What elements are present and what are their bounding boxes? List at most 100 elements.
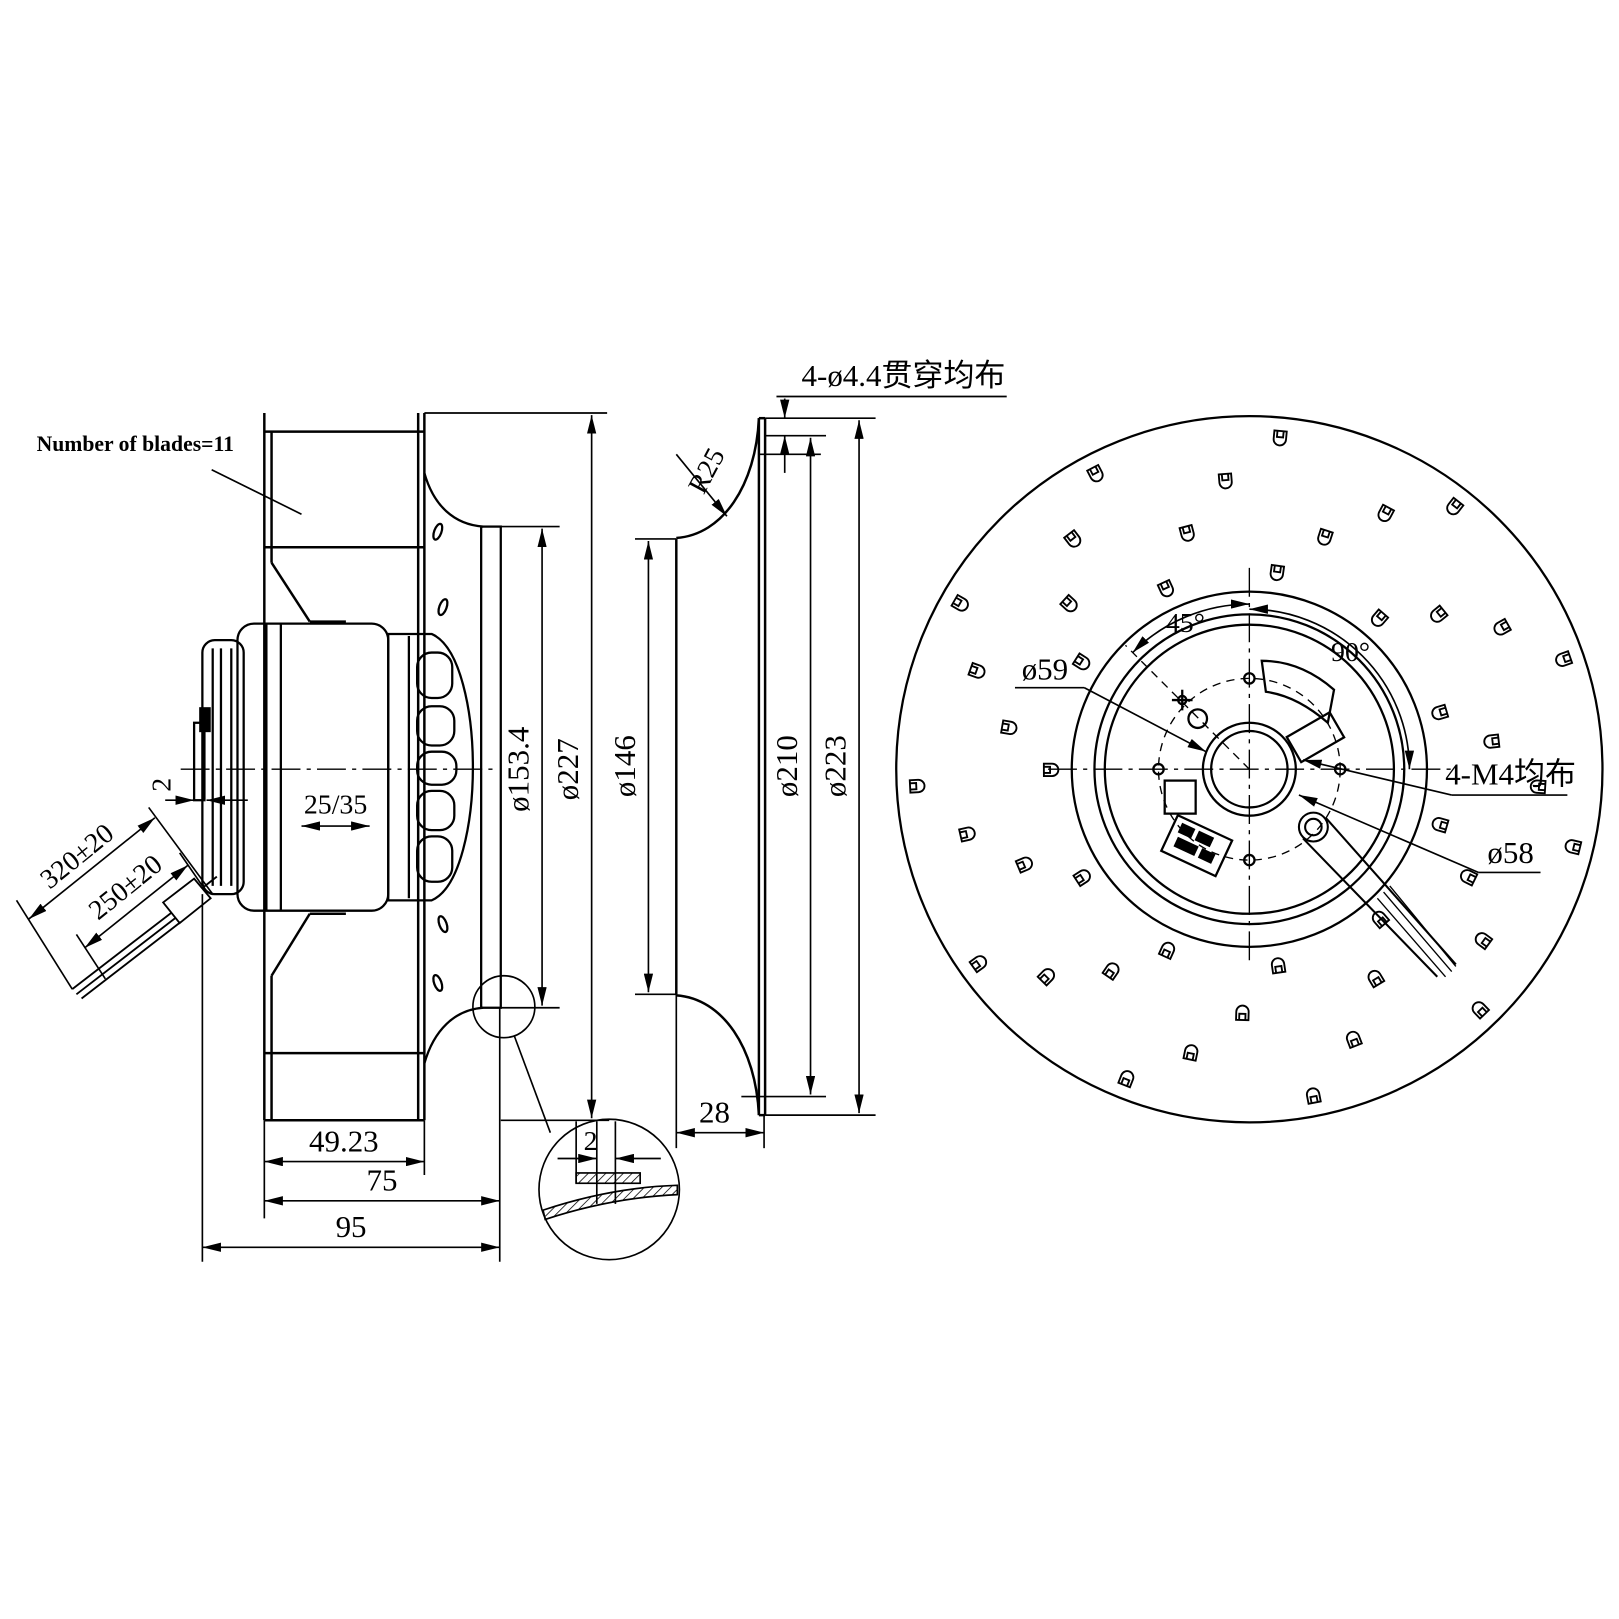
detail-view	[472, 974, 681, 1261]
blade-rivet	[1430, 604, 1449, 623]
dim-impeller-depth-label: 75	[367, 1163, 398, 1198]
rotor-fin-slot	[416, 750, 458, 786]
angle-90-label: 90°	[1331, 637, 1370, 668]
blade-rivet	[1555, 650, 1574, 667]
detail-gap-label: 2	[584, 1126, 598, 1157]
rotor-fin-slot	[416, 835, 454, 883]
dim-outer-label: ø227	[550, 738, 585, 800]
blade-rivet	[1493, 617, 1513, 636]
blade-rivet	[1345, 1030, 1364, 1050]
blade-rivet	[1460, 869, 1479, 887]
dim-motor-label: 25/35	[304, 790, 367, 821]
motor-end-cap	[201, 639, 245, 896]
detail-leader	[513, 1035, 552, 1133]
blades-note-leader	[211, 469, 302, 515]
detail-shroud-section	[542, 1184, 679, 1221]
blade-rivet	[1446, 496, 1465, 516]
motor-label-mark	[1173, 836, 1199, 857]
nozzle-profile-bottom-curve	[676, 994, 761, 1116]
blade-rivet	[1272, 429, 1288, 447]
blade-rivet-side	[437, 915, 449, 934]
ext-line	[178, 852, 204, 887]
inlet-ring-section	[480, 525, 502, 1009]
front-view: 45° 90° ø59 4-M4均布 ø58	[895, 414, 1604, 1124]
blade-rivet-side	[437, 598, 449, 617]
shroud-side	[423, 472, 502, 1064]
side-view-dimensions	[15, 412, 610, 1262]
blade-rivet	[1235, 1004, 1250, 1022]
motor-label-frame	[1159, 813, 1234, 878]
ext-line	[15, 899, 73, 990]
dim-total-depth-label: 95	[336, 1209, 367, 1244]
angle-45-arc	[1132, 599, 1250, 654]
blade-rivet-side	[432, 522, 444, 541]
cable-wire	[1389, 885, 1457, 967]
blade-rivet	[1117, 1070, 1135, 1089]
shroud-top-curve	[423, 472, 484, 528]
threads-note: 4-M4均布	[1445, 757, 1576, 792]
bolt-dim-label: ø58	[1487, 835, 1533, 870]
rotor-fin-slot	[416, 705, 456, 747]
dim-throat-label: ø146	[607, 735, 642, 797]
blade-rivet	[1529, 779, 1547, 795]
ext-line	[148, 806, 214, 895]
cable-tube-edge	[1302, 837, 1439, 978]
blade-rivet	[1000, 719, 1018, 735]
cable-gland	[201, 875, 218, 889]
shroud-bottom-curve	[423, 1006, 484, 1064]
nozzle-profile-top-curve	[676, 418, 761, 540]
blade-rivet	[1367, 969, 1386, 989]
blade-rivet	[950, 593, 969, 612]
front-cable	[1297, 811, 1457, 978]
threads-note-leader	[1302, 759, 1452, 796]
blade-rivet	[1564, 839, 1583, 856]
blade-rivet	[1270, 957, 1287, 975]
angle-45-label: 45°	[1166, 608, 1205, 639]
blade-rivet	[1377, 503, 1396, 522]
blade-rivet	[1178, 523, 1195, 542]
blade-rivet	[1483, 733, 1501, 749]
blade-rivet	[1036, 968, 1055, 987]
rotor-fin-slot	[416, 651, 454, 700]
impeller-outer-circle	[895, 414, 1604, 1124]
blade-rivet	[1072, 869, 1091, 888]
dim-bolt-circle-label: ø210	[769, 735, 804, 797]
dim-depth-label: 28	[699, 1094, 730, 1129]
blade-rivet	[1182, 1044, 1199, 1062]
radius-leader	[675, 453, 728, 517]
shaft-key	[199, 707, 211, 733]
motor-label-mark	[1197, 848, 1216, 864]
blade-rivet	[1431, 703, 1450, 721]
blade-rivet	[908, 778, 926, 794]
blade-rivet	[1317, 527, 1334, 546]
blade-rivet	[1156, 578, 1174, 598]
detail-marker-circle	[472, 974, 536, 1039]
cable-gland	[1297, 811, 1329, 843]
side-view: Number of blades=11	[15, 412, 681, 1262]
dim-inlet-ring-label: ø153.4	[501, 727, 536, 812]
blade-rivet-side	[432, 973, 444, 992]
detail-ring-section	[575, 1172, 641, 1185]
nozzle-dimensions	[635, 395, 1007, 1149]
front-view-dimensions	[1014, 599, 1568, 874]
blade-rivet	[1058, 593, 1078, 613]
blade-rivet	[1014, 856, 1033, 874]
nozzle-outline	[675, 416, 767, 1117]
holes-note: 4-ø4.4贯穿均布	[802, 358, 1006, 393]
blade-rivet	[968, 955, 988, 974]
blade-rivet	[1062, 528, 1082, 548]
dim-shaft-gap-label: 2	[146, 778, 177, 792]
cable-wire	[1383, 891, 1453, 973]
motor-label	[1159, 813, 1234, 878]
cable-gland-inner	[1304, 817, 1323, 837]
cable-wire	[1376, 897, 1447, 978]
blade-rivet	[967, 661, 986, 679]
rotor-fin-housing	[387, 632, 475, 902]
blade-rivet	[1305, 1087, 1322, 1105]
blade-rivet	[1471, 1001, 1491, 1020]
hub-disc-top-slant	[270, 562, 311, 623]
motor-label-mark	[1194, 830, 1215, 848]
rotor-fin-slot	[416, 789, 456, 832]
